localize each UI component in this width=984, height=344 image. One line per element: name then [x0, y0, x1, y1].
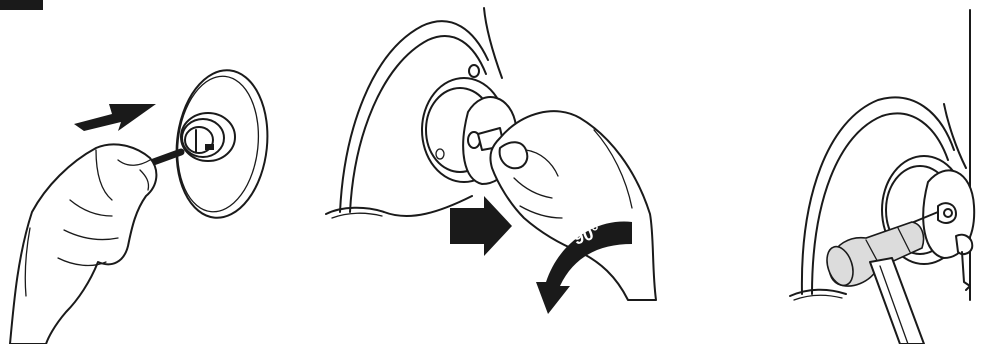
step-2-panel: 90° [326, 8, 656, 314]
puller-tool [822, 212, 938, 344]
lock-cylinder [181, 113, 235, 161]
hand-2 [490, 111, 656, 300]
hand-1 [10, 144, 156, 344]
push-arrow-2 [450, 196, 512, 256]
step-1-panel [10, 66, 274, 344]
corner-tab [0, 0, 43, 10]
screw-hole [469, 65, 479, 77]
step-3-panel [790, 10, 974, 344]
push-arrow [74, 104, 156, 131]
